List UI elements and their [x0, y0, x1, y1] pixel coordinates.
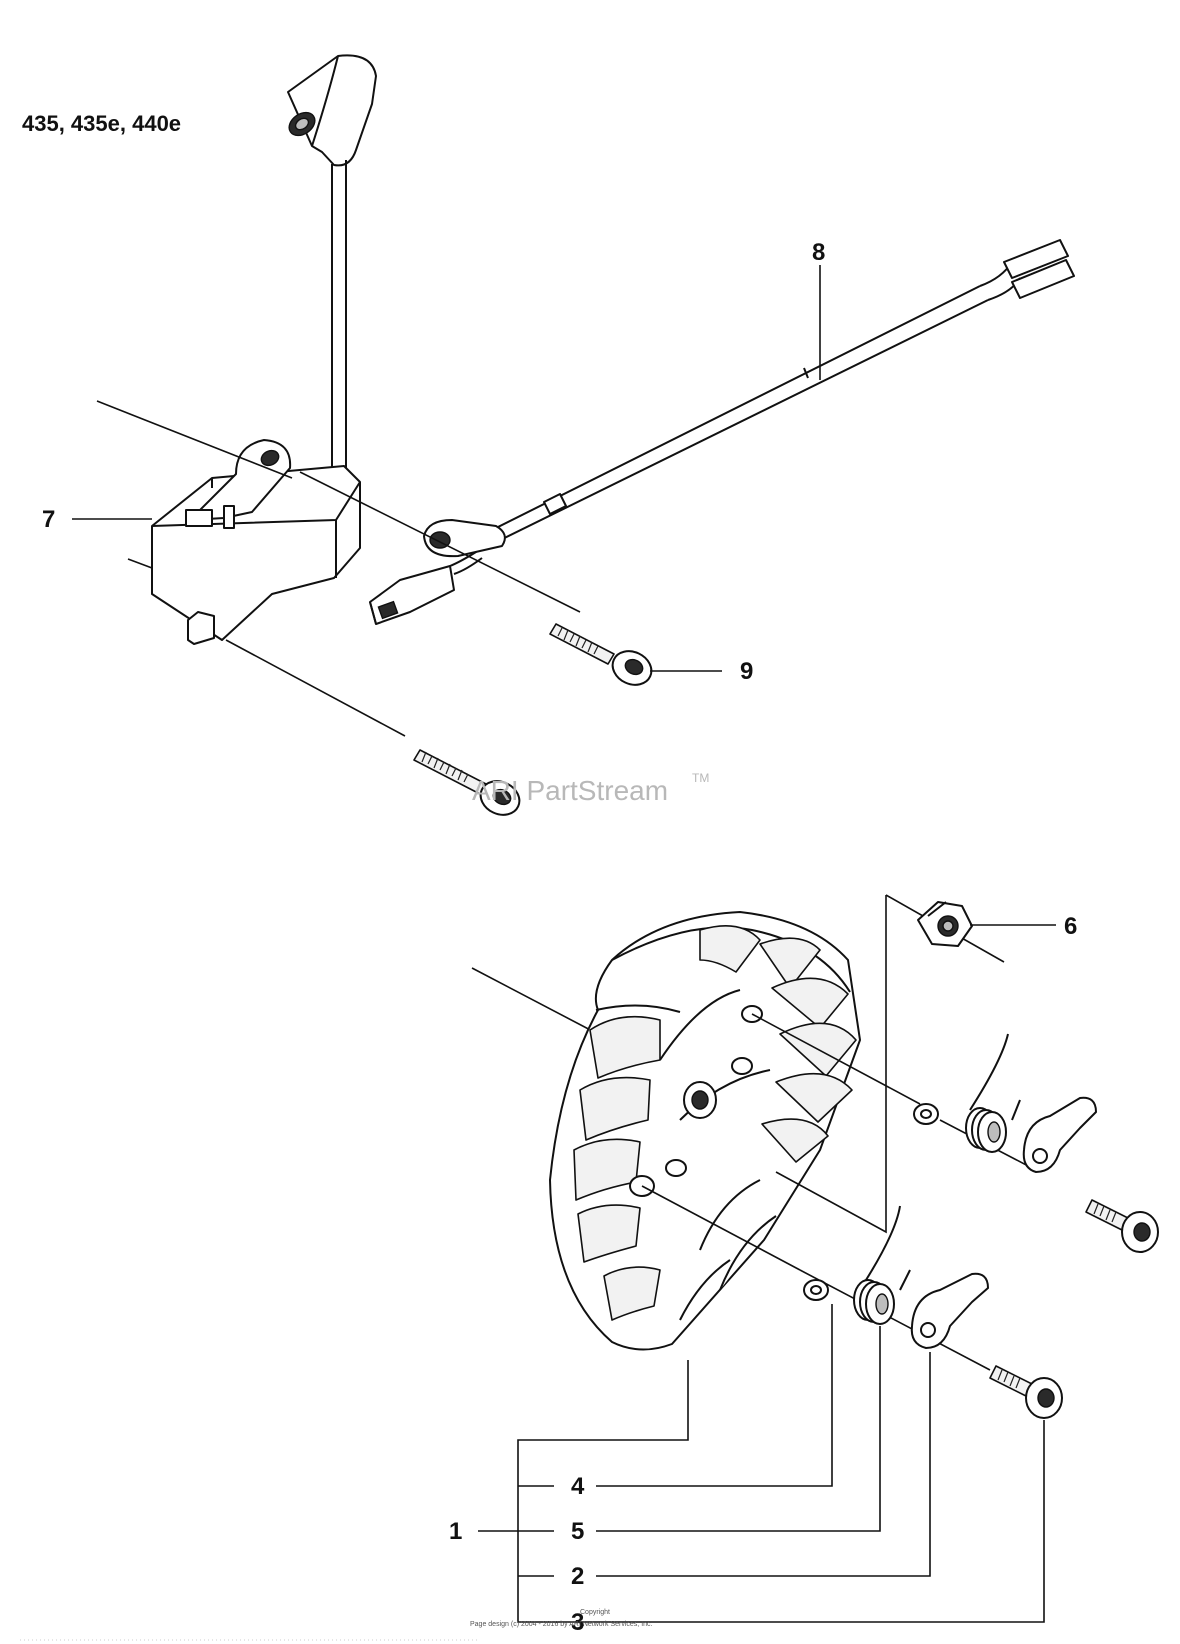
module-upper-axis-line	[96, 400, 293, 479]
upper-pawl[interactable]	[1022, 1096, 1097, 1173]
callout-1: 1	[449, 1518, 462, 1545]
callout-5-leader	[596, 1326, 881, 1532]
callout-9: 9	[740, 658, 753, 685]
lower-spring[interactable]	[853, 1205, 911, 1325]
callout-6: 6	[1064, 913, 1077, 940]
footer-copyright: Copyright	[580, 1609, 610, 1616]
callout-6-bracket	[775, 895, 887, 1234]
callout-8: 8	[812, 239, 825, 266]
lower-pawl-axis-line	[641, 1185, 801, 1271]
callout-2-leader	[596, 1352, 931, 1577]
watermark-trademark: TM	[692, 771, 709, 785]
flywheel[interactable]	[549, 911, 861, 1351]
screw-9[interactable]	[549, 623, 657, 691]
model-label: 435, 435e, 440e	[22, 111, 181, 136]
upper-washer[interactable]	[913, 1103, 939, 1125]
ignition-module[interactable]	[151, 54, 377, 645]
flywheel-nut[interactable]	[917, 901, 973, 947]
wire-harness[interactable]	[369, 239, 1075, 625]
module-screw-axis-line	[225, 639, 406, 737]
callout-tree-frame	[517, 1360, 1045, 1623]
lower-washer[interactable]	[803, 1279, 829, 1301]
callout-2: 2	[571, 1563, 584, 1590]
callout-3: 3	[571, 1609, 584, 1636]
lower-pawl[interactable]	[910, 1272, 989, 1349]
lower-pawl-axis-line-2	[799, 1269, 991, 1371]
module-screw[interactable]	[413, 749, 525, 821]
ht-lead	[331, 160, 347, 470]
callout-7: 7	[42, 506, 55, 533]
footer-page-design: Page design (c) 2004 - 2016 by ARI Netwo…	[470, 1621, 653, 1628]
lower-pawl-screw[interactable]	[989, 1365, 1063, 1419]
callout-4-leader	[596, 1304, 833, 1487]
watermark: ARI PartStream	[472, 775, 668, 806]
flywheel-axis-line	[471, 967, 599, 1035]
module-lower-axis-line	[127, 558, 153, 569]
upper-pawl-screw[interactable]	[1085, 1199, 1159, 1253]
spark-plug-cap	[287, 54, 377, 167]
upper-pawl-axis-line	[751, 1013, 921, 1105]
upper-spring[interactable]	[965, 1033, 1021, 1153]
callout-4: 4	[571, 1473, 585, 1500]
screw-9-axis-line	[299, 471, 581, 613]
callout-5: 5	[571, 1518, 584, 1545]
